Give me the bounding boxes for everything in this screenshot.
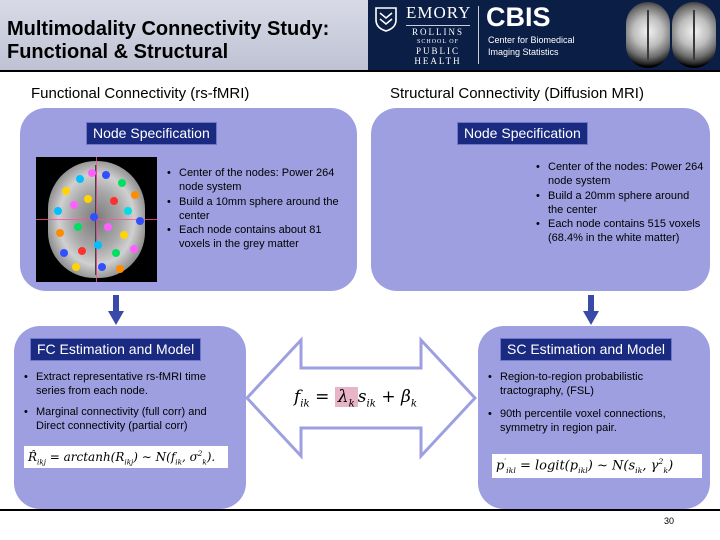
node-marker (98, 263, 106, 271)
list-item: Region-to-region probabilistic tractogra… (486, 370, 704, 399)
node-marker (90, 213, 98, 221)
list-item: Build a 20mm sphere around the center (534, 189, 706, 218)
node-marker (78, 247, 86, 255)
node-marker (72, 263, 80, 271)
node-marker (131, 191, 139, 199)
node-marker (102, 171, 110, 179)
footer-rule (0, 509, 720, 511)
logo-bar: EMORY ROLLINS SCHOOL OF PUBLIC HEALTH CB… (368, 0, 720, 72)
node-marker (56, 229, 64, 237)
node-marker (104, 223, 112, 231)
node-marker (94, 241, 102, 249)
lambda-highlight: λk (334, 387, 358, 409)
list-item: Marginal connectivity (full corr) and Di… (22, 405, 234, 434)
sc-estimation-label: SC Estimation and Model (500, 338, 672, 361)
brain-node-image (36, 157, 157, 282)
node-marker (120, 231, 128, 239)
node-marker (110, 197, 118, 205)
logo-separator (478, 6, 479, 64)
left-column-heading: Functional Connectivity (rs-fMRI) (31, 85, 250, 102)
left-down-arrow-icon (108, 295, 124, 325)
node-marker (62, 187, 70, 195)
sc-estimation-bullets: Region-to-region probabilistic tractogra… (486, 370, 704, 435)
sc-model-formula: p′ikl = logit(pikl) ∼ N(sik, γ2k) (492, 454, 702, 478)
sc-node-specification-label: Node Specification (457, 122, 588, 145)
fc-node-bullets: Center of the nodes: Power 264 node syst… (165, 166, 345, 252)
list-item: Center of the nodes: Power 264 node syst… (165, 166, 345, 195)
page-number: 30 (664, 516, 675, 526)
list-item: Extract representative rs-fMRI time seri… (22, 370, 234, 399)
node-marker (54, 207, 62, 215)
fc-estimation-label: FC Estimation and Model (30, 338, 202, 361)
node-marker (88, 169, 96, 177)
sc-node-bullets: Center of the nodes: Power 264 node syst… (534, 160, 706, 246)
right-column-heading: Structural Connectivity (Diffusion MRI) (390, 85, 644, 102)
emory-logo-text: EMORY (406, 3, 472, 22)
right-down-arrow-icon (583, 295, 599, 325)
brain-thumbnail-1 (626, 2, 670, 68)
bidirectional-arrow-icon (245, 336, 477, 460)
emory-shield-icon (375, 7, 397, 32)
brain-thumbnail-2 (672, 2, 716, 68)
node-marker (76, 175, 84, 183)
node-marker (130, 245, 138, 253)
list-item: Build a 10mm sphere around the center (165, 195, 345, 224)
node-marker (116, 265, 124, 273)
fc-model-formula: R̂ikj = arctanh(Rikj) ∼ N(fik, σ2k). (24, 446, 228, 468)
slide-title: Multimodality Connectivity Study: Functi… (7, 18, 330, 63)
node-marker (70, 201, 78, 209)
list-item: Each node contains 515 voxels (68.4% in … (534, 217, 706, 246)
cbis-subtitle: Center for Biomedical Imaging Statistics (488, 35, 575, 57)
list-item: Center of the nodes: Power 264 node syst… (534, 160, 706, 189)
list-item: 90th percentile voxel connections, symme… (486, 407, 704, 436)
node-marker (124, 207, 132, 215)
node-marker (136, 217, 144, 225)
fc-estimation-bullets: Extract representative rs-fMRI time seri… (22, 370, 234, 433)
node-marker (84, 195, 92, 203)
node-marker (74, 223, 82, 231)
slide-header: Multimodality Connectivity Study: Functi… (0, 0, 720, 72)
fc-node-specification-label: Node Specification (86, 122, 217, 145)
list-item: Each node contains about 81 voxels in th… (165, 223, 345, 252)
node-marker (60, 249, 68, 257)
title-bar: Multimodality Connectivity Study: Functi… (0, 0, 368, 72)
cbis-logo-text: CBIS (486, 2, 551, 32)
node-marker (112, 249, 120, 257)
rollins-school-name: ROLLINS SCHOOL OF PUBLIC HEALTH (412, 27, 464, 66)
logo-divider (406, 25, 470, 26)
node-marker (118, 179, 126, 187)
